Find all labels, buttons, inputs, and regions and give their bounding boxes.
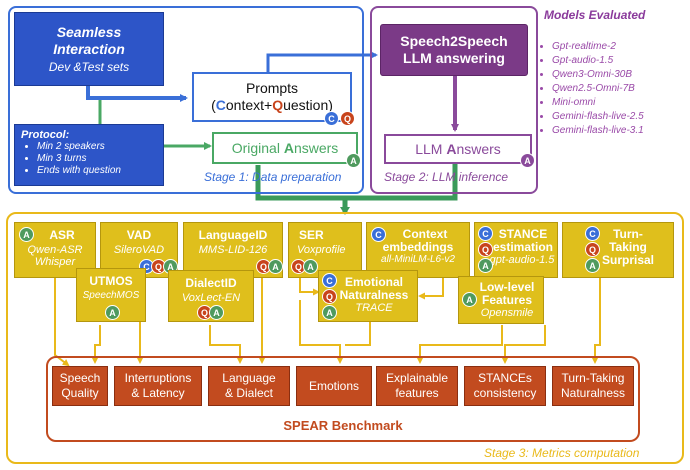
stance-estimation-box: STANCE estimation gpt-audio-1.5 C Q A xyxy=(474,222,558,278)
languageid-title: LanguageID xyxy=(198,228,268,242)
stage1-label: Stage 1: Data preparation xyxy=(204,170,342,184)
emotional-title1: Emotional xyxy=(344,275,403,289)
stage3-frame xyxy=(6,212,684,464)
turn-a-badge: A xyxy=(585,258,600,273)
protocol-item: Ends with question xyxy=(37,165,157,177)
utmos-box: UTMOS SpeechMOS A xyxy=(76,268,146,322)
ser-title: SER xyxy=(299,228,324,242)
model-item: Qwen3-Omni-30B xyxy=(552,68,688,82)
languageid-box: LanguageID MMS-LID-126 Q A xyxy=(183,222,283,278)
emo-a-badge: A xyxy=(322,305,337,320)
lowlevel-sub: Opensmile xyxy=(480,307,534,319)
context-c-badge: C xyxy=(371,227,386,242)
prompts-context-question: (Context+Question) xyxy=(211,97,333,113)
emotional-naturalness-box: Emotional Naturalness TRACE C Q A xyxy=(318,270,418,322)
lowlevel-a-badge: A xyxy=(462,292,477,307)
prompts-box: Prompts (Context+Question) C Q xyxy=(192,72,355,126)
asr-title: ASR xyxy=(49,228,75,242)
llm-answer-badge: A xyxy=(520,153,535,168)
turn-taking-box: Turn- Taking Surprisal C Q A xyxy=(562,222,674,278)
langid-a-badge: A xyxy=(268,259,283,274)
seamless-interaction-box: Seamless Interaction Dev &Test sets xyxy=(14,12,164,86)
dialectid-title: DialectID xyxy=(185,276,237,290)
original-answers-box: Original Answers A xyxy=(212,132,361,168)
s2s-llm-box: Speech2Speech LLM answering xyxy=(380,24,528,76)
protocol-title: Protocol: xyxy=(21,129,70,141)
emo-q-badge: Q xyxy=(322,289,337,304)
stance-sub: gpt-audio-1.5 xyxy=(489,254,555,266)
vad-title: VAD xyxy=(126,228,152,242)
answer-badge: A xyxy=(346,153,361,168)
result-emotions: Emotions xyxy=(296,366,372,406)
lowlevel-title1: Low-level xyxy=(479,280,535,294)
model-item: Gemini-flash-live-2.5 xyxy=(552,110,688,124)
ser-sub: Voxprofile xyxy=(297,244,346,256)
emo-c-badge: C xyxy=(322,273,337,288)
ser-a-badge: A xyxy=(303,259,318,274)
utmos-title: UTMOS xyxy=(89,274,133,288)
result-interruptions-latency: Interruptions& Latency xyxy=(114,366,202,406)
dialect-a-badge: A xyxy=(209,305,224,320)
models-list: Gpt-realtime-2 Gpt-audio-1.5 Qwen3-Omni-… xyxy=(540,40,688,138)
llm-answers-box: LLM Answers A xyxy=(384,134,535,168)
model-item: Gpt-realtime-2 xyxy=(552,40,688,54)
stance-title1: STANCE xyxy=(498,227,548,241)
turn-c-badge: C xyxy=(585,226,600,241)
seamless-sub: Dev &Test sets xyxy=(48,60,130,74)
vad-sub: SileroVAD xyxy=(113,244,165,256)
model-item: Gpt-audio-1.5 xyxy=(552,54,688,68)
stance-a-badge: A xyxy=(478,258,493,273)
emotional-title2: Naturalness xyxy=(339,288,409,302)
turn-title1: Turn- xyxy=(613,227,643,241)
models-title: Models Evaluated xyxy=(544,8,646,22)
spear-benchmark-frame xyxy=(46,356,640,442)
stance-c-badge: C xyxy=(478,226,493,241)
emotional-sub: TRACE xyxy=(355,302,393,314)
result-language-dialect: Language& Dialect xyxy=(208,366,290,406)
protocol-item: Min 3 turns xyxy=(37,153,157,165)
spear-benchmark-title: SPEAR Benchmark xyxy=(283,418,403,433)
turn-title2: Taking xyxy=(609,240,647,254)
context-title2: embeddings xyxy=(382,240,454,254)
model-item: Qwen2.5-Omni-7B xyxy=(552,82,688,96)
original-answers-label: Original Answers xyxy=(231,140,339,156)
stage1-frame xyxy=(8,6,364,194)
context-sub: all-MiniLM-L6-v2 xyxy=(381,254,455,265)
low-level-features-box: Low-level Features Opensmile A xyxy=(458,276,544,324)
asr-a-badge: A xyxy=(19,227,34,242)
protocol-box: Protocol: Min 2 speakers Min 3 turns End… xyxy=(14,124,164,186)
context-title1: Context xyxy=(402,227,448,241)
stage3-label: Stage 3: Metrics computation xyxy=(484,446,640,460)
stance-q-badge: Q xyxy=(478,242,493,257)
prompts-title: Prompts xyxy=(245,80,299,96)
context-badge: C xyxy=(324,111,339,126)
stage2-label: Stage 2: LLM inference xyxy=(384,170,509,184)
llm-answers-label: LLM Answers xyxy=(415,141,501,157)
question-badge: Q xyxy=(340,111,355,126)
lowlevel-title2: Features xyxy=(481,293,533,307)
models-evaluated-panel: Models Evaluated Gpt-realtime-2 Gpt-audi… xyxy=(540,8,688,158)
model-item: Mini-omni xyxy=(552,96,688,110)
protocol-list: Min 2 speakers Min 3 turns Ends with que… xyxy=(21,141,157,177)
dialectid-sub: VoxLect-EN xyxy=(181,292,241,304)
utmos-a-badge: A xyxy=(105,305,120,320)
languageid-sub: MMS-LID-126 xyxy=(198,244,268,256)
dialectid-box: DialectID VoxLect-EN Q A xyxy=(168,270,254,322)
utmos-sub: SpeechMOS xyxy=(82,290,140,301)
context-embeddings-box: Context embeddings all-MiniLM-L6-v2 C xyxy=(366,222,470,278)
asr-sub1: Qwen-ASR xyxy=(27,244,83,256)
model-item: Gemini-flash-live-3.1 xyxy=(552,124,688,138)
seamless-title: Seamless Interaction xyxy=(53,24,125,57)
turn-title3: Surprisal xyxy=(601,253,655,267)
stance-title2: estimation xyxy=(492,240,553,254)
s2s-title: Speech2Speech LLM answering xyxy=(400,33,508,66)
turn-q-badge: Q xyxy=(585,242,600,257)
asr-sub2: Whisper xyxy=(34,256,76,268)
stage2-frame xyxy=(370,6,538,194)
protocol-item: Min 2 speakers xyxy=(37,141,157,153)
